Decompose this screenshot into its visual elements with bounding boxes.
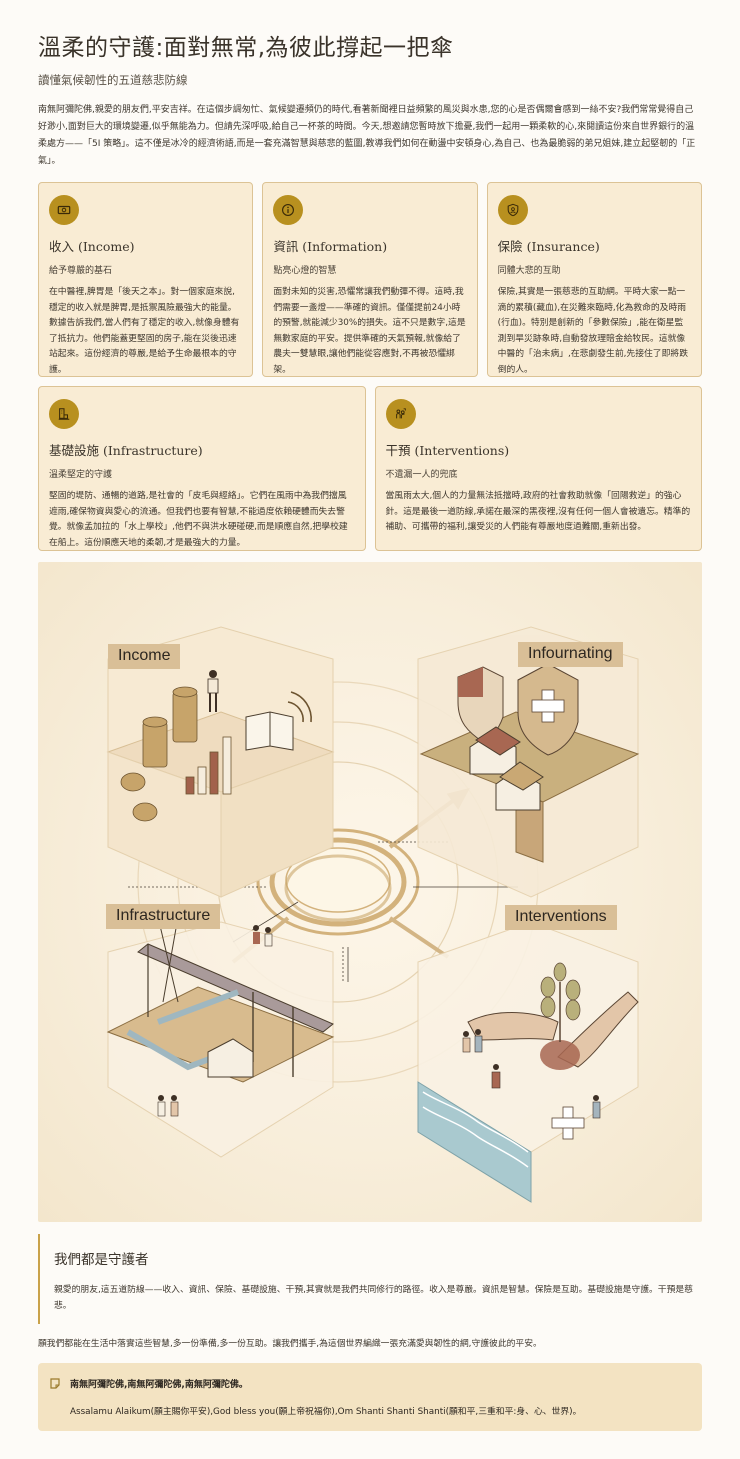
prayer-body: Assalamu Alaikum(願主賜你平安),God bless you(願… (70, 1407, 582, 1417)
card-information: 資訊 (Information) 點亮心燈的智慧 面對未知的災害,恐懼常讓我們動… (262, 182, 478, 377)
card-infrastructure: 基礎設施 (Infrastructure) 溫柔堅定的守護 堅固的堤防、通暢的道… (38, 386, 366, 551)
page-title: 溫柔的守護:面對無常,為彼此撐起一把傘 (38, 35, 454, 61)
cards-row-bottom: 基礎設施 (Infrastructure) 溫柔堅定的守護 堅固的堤防、通暢的道… (38, 386, 702, 551)
card-insurance: 保險 (Insurance) 同體大悲的互助 保險,其實是一張慈悲的互助網。平時… (486, 182, 702, 377)
card-interventions: 干預 (Interventions) 不遺漏一人的兜底 當風雨太大,個人的力量無… (374, 386, 702, 551)
card-tagline: 給予尊嚴的基石 (49, 266, 113, 276)
label-information: Infournating (518, 642, 623, 667)
prayer-header: 南無阿彌陀佛,南無阿彌陀佛,南無阿彌陀佛。 (50, 1377, 690, 1390)
label-interventions: Interventions (505, 905, 617, 930)
shield-user-icon (497, 195, 528, 225)
hex-interventions (417, 921, 639, 1203)
prayer-title: 南無阿彌陀佛,南無阿彌陀佛,南無阿彌陀佛。 (70, 1380, 248, 1390)
illustration-scene (106, 626, 640, 1203)
note-icon (50, 1378, 60, 1389)
closing-section: 我們都是守護者 親愛的朋友,這五道防線——收入、資訊、保險、基礎設施、干預,其實… (38, 1234, 702, 1324)
people-help-icon (385, 399, 416, 429)
prayer-callout: 南無阿彌陀佛,南無阿彌陀佛,南無阿彌陀佛。 Assalamu Alaikum(願… (38, 1363, 702, 1431)
info-circle-icon (273, 195, 304, 225)
five-i-illustration: Income Infournating Infrastructure Inter… (38, 562, 702, 1222)
hex-infrastructure (106, 916, 335, 1158)
hex-information (417, 626, 640, 898)
final-line: 願我們都能在生活中落實這些智慧,多一份準備,多一份互助。讓我們攜手,為這個世界編… (38, 1339, 542, 1349)
closing-title: 我們都是守護者 (54, 1252, 149, 1268)
card-tagline: 不遺漏一人的兜底 (385, 470, 458, 480)
card-tagline: 點亮心燈的智慧 (273, 266, 337, 276)
card-tagline: 同體大悲的互助 (497, 266, 561, 276)
card-title: 保險 (Insurance) (497, 239, 600, 254)
label-income: Income (108, 644, 181, 669)
money-bill-icon (49, 195, 79, 225)
label-infrastructure: Infrastructure (106, 904, 221, 929)
card-body: 堅固的堤防、通暢的道路,是社會的「皮毛與經絡」。它們在風雨中為我們擋風遮雨,確保… (49, 491, 348, 548)
card-title: 收入 (Income) (49, 239, 135, 254)
card-body: 保險,其實是一張慈悲的互助網。平時大家一點一滴的累積(藏血),在災難來臨時,化為… (497, 287, 688, 375)
page-subtitle: 讀懂氣候韌性的五道慈悲防線 (38, 73, 188, 87)
card-title: 干預 (Interventions) (385, 443, 510, 458)
intro-paragraph: 南無阿彌陀佛,親愛的朋友們,平安吉祥。在這個步調匆忙、氣候變遷頻仍的時代,看著新… (38, 105, 696, 166)
card-income: 收入 (Income) 給予尊嚴的基石 在中醫裡,脾胃是「後天之本」。對一個家庭… (38, 182, 254, 377)
building-icon (49, 399, 79, 429)
closing-body: 親愛的朋友,這五道防線——收入、資訊、保險、基礎設施、干預,其實就是我們共同修行… (54, 1285, 693, 1311)
card-body: 在中醫裡,脾胃是「後天之本」。對一個家庭來說,穩定的收入就是脾胃,是抵禦風險最強… (49, 287, 240, 375)
card-tagline: 溫柔堅定的守護 (49, 470, 113, 480)
card-body: 當風雨太大,個人的力量無法抵擋時,政府的社會救助就像「回陽救逆」的強心針。這是最… (385, 491, 691, 532)
card-title: 基礎設施 (Infrastructure) (49, 443, 203, 458)
card-title: 資訊 (Information) (273, 239, 388, 254)
cards-row-top: 收入 (Income) 給予尊嚴的基石 在中醫裡,脾胃是「後天之本」。對一個家庭… (38, 182, 702, 377)
card-body: 面對未知的災害,恐懼常讓我們動彈不得。這時,我們需要一盞燈——準確的資訊。僅僅提… (273, 287, 466, 375)
